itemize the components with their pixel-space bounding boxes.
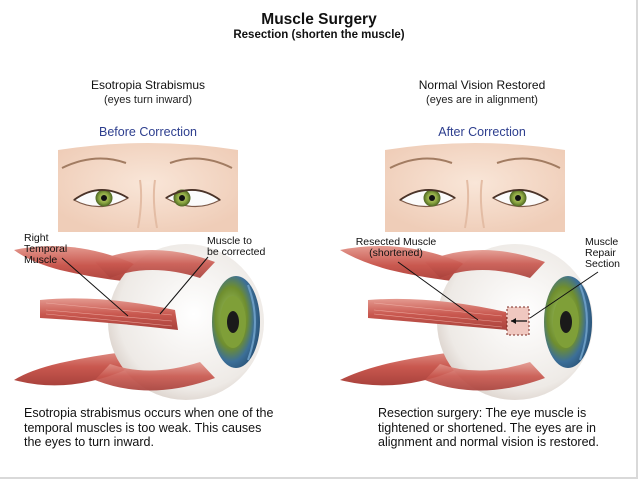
- page-title: Muscle Surgery: [261, 11, 377, 28]
- resected-muscle-line1: Resected Muscle: [355, 236, 437, 248]
- temporal-muscle-line2: Temporal: [24, 243, 68, 255]
- left-subheading: (eyes turn inward): [103, 94, 193, 106]
- resected-muscle-callout: Resected Muscle (shortened): [346, 237, 446, 259]
- temporal-muscle-line3: Muscle: [24, 254, 58, 266]
- resected-muscle-line2: (shortened): [369, 247, 423, 259]
- muscle-to-correct-line2: be corrected: [207, 246, 266, 258]
- repair-section-line2: Repair: [585, 247, 616, 259]
- eyeball-before: [14, 244, 264, 400]
- face-after: [385, 143, 565, 232]
- face-before: [58, 143, 238, 232]
- callout-lines: [61, 256, 599, 321]
- eyeball-after: [340, 244, 593, 400]
- left-caption: Esotropia strabismus occurs when one of …: [24, 406, 274, 449]
- page-subtitle: Resection (shorten the muscle): [233, 29, 405, 41]
- after-correction-label: After Correction: [438, 125, 526, 139]
- temporal-muscle-callout: Right Temporal Muscle: [24, 233, 67, 266]
- before-correction-label: Before Correction: [99, 125, 197, 139]
- repair-section-line3: Section: [585, 258, 621, 270]
- right-caption: Resection surgery: The eye muscle is tig…: [378, 406, 599, 449]
- left-heading: Esotropia Strabismus: [90, 78, 206, 92]
- repair-section-line1: Muscle: [585, 236, 619, 248]
- muscle-to-correct-callout: Muscle to be corrected: [207, 236, 265, 258]
- right-subheading: (eyes are in alignment): [426, 94, 538, 106]
- repair-section-callout: Muscle Repair Section: [585, 237, 620, 270]
- temporal-muscle-line1: Right: [24, 232, 49, 244]
- muscle-to-correct-line1: Muscle to: [207, 235, 252, 247]
- right-heading: Normal Vision Restored: [418, 78, 546, 92]
